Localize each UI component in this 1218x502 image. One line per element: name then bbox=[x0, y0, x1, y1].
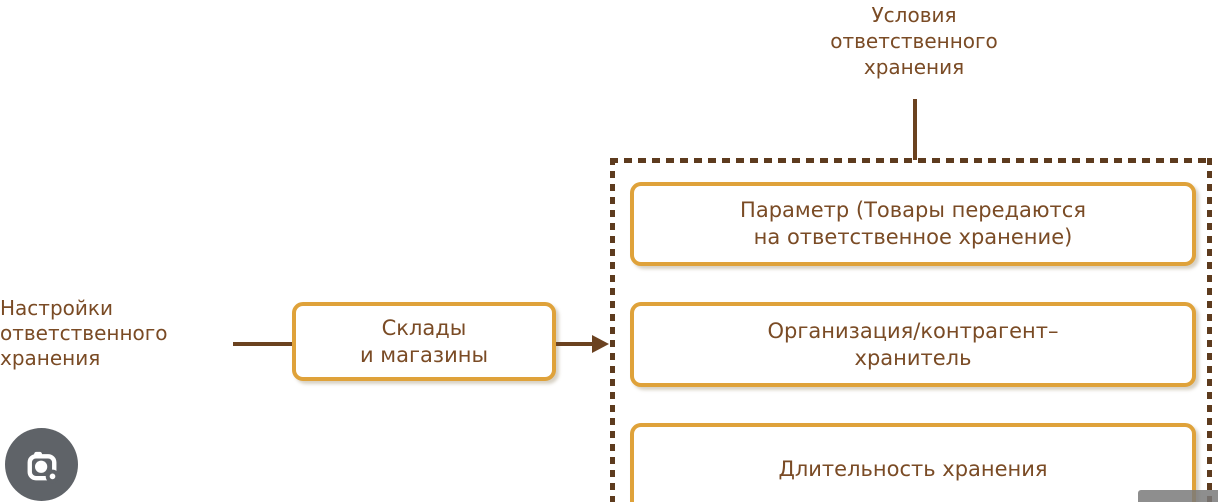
warehouse-box-line: Склады bbox=[381, 315, 467, 340]
organization-box-line: Организация/контрагент– bbox=[767, 318, 1059, 343]
parameter-box: Параметр (Товары передаются на ответстве… bbox=[630, 182, 1196, 266]
warehouses-and-stores-box: Склады и магазины bbox=[292, 302, 556, 381]
top-label-line: Условия bbox=[871, 3, 957, 27]
arrow-line bbox=[556, 342, 594, 346]
dashed-container-right-edge bbox=[1207, 158, 1212, 502]
duration-box-line: Длительность хранения bbox=[778, 456, 1048, 481]
cropped-corner-badge bbox=[1138, 490, 1218, 502]
parameter-box-line: на ответственное хранение) bbox=[753, 225, 1073, 249]
left-label-storage-settings: Настройки ответственного хранения bbox=[0, 296, 168, 371]
connector-left-line bbox=[233, 342, 293, 346]
camera-lens-icon bbox=[21, 444, 63, 486]
arrow-head-icon bbox=[592, 335, 609, 353]
organization-box-line: хранитель bbox=[854, 345, 972, 370]
organization-custodian-box: Организация/контрагент– хранитель bbox=[630, 302, 1196, 387]
top-label-storage-conditions: Условия ответственного хранения bbox=[803, 2, 1025, 80]
left-label-line: ответственного bbox=[0, 321, 168, 345]
google-lens-button[interactable] bbox=[5, 428, 78, 501]
warehouse-box-line: и магазины bbox=[359, 342, 489, 367]
dashed-container-left-edge bbox=[610, 158, 615, 502]
top-label-line: ответственного bbox=[830, 29, 998, 53]
top-label-line: хранения bbox=[863, 55, 965, 79]
left-label-line: Настройки bbox=[0, 296, 113, 320]
parameter-box-line: Параметр (Товары передаются bbox=[740, 198, 1086, 222]
connector-vertical-line bbox=[913, 99, 917, 160]
left-label-line: хранения bbox=[0, 346, 101, 370]
storage-duration-box: Длительность хранения bbox=[630, 423, 1196, 502]
dashed-container-top-edge bbox=[610, 158, 1212, 163]
